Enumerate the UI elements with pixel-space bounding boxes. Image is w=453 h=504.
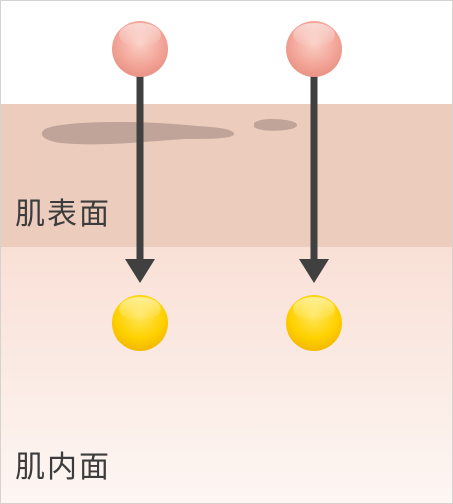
skin-blemish-small — [254, 118, 297, 131]
pink-ball-right — [286, 21, 342, 77]
air-layer — [1, 1, 452, 104]
arrow-left-head — [125, 259, 155, 283]
skin-surface-label: 肌表面 — [15, 197, 111, 232]
yellow-ball-right — [286, 295, 342, 351]
arrow-right-head — [299, 259, 329, 283]
item-left — [112, 21, 168, 351]
item-right — [286, 21, 342, 351]
yellow-ball-left — [112, 295, 168, 351]
pink-ball-left — [112, 21, 168, 77]
skin-inner-label: 肌内面 — [15, 450, 111, 485]
skin-inner-layer — [1, 247, 452, 503]
